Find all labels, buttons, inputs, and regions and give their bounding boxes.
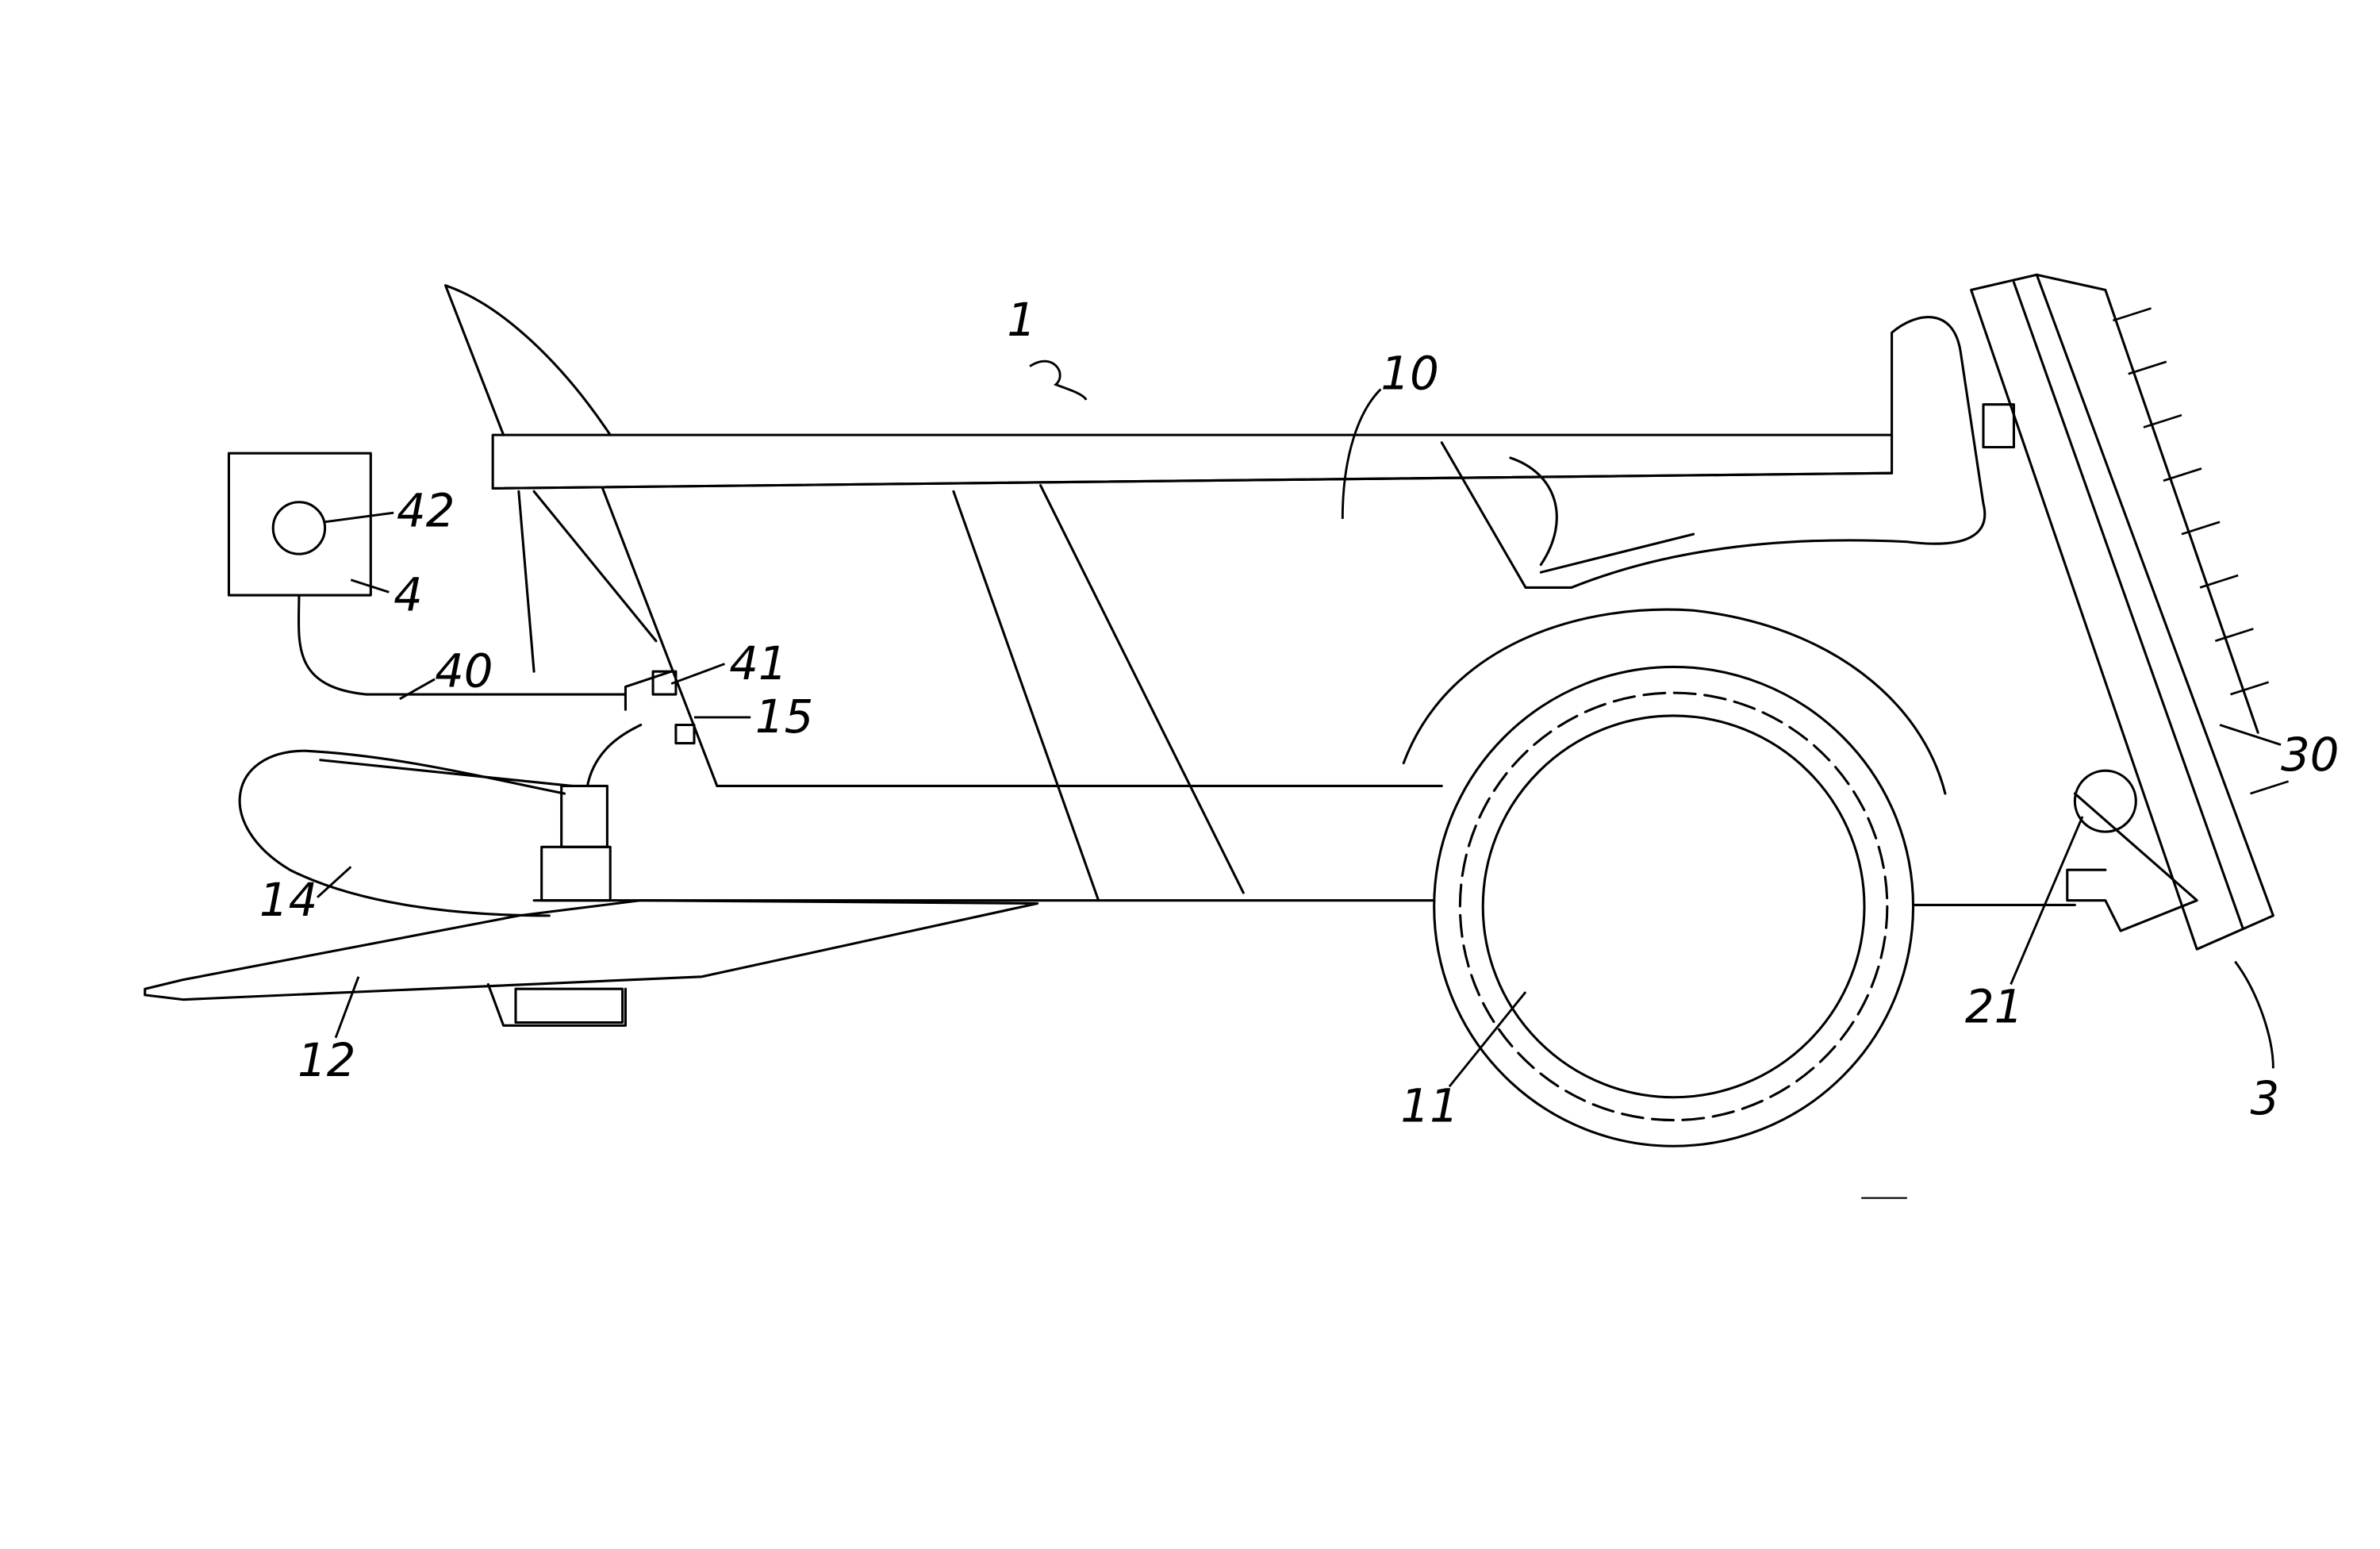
hydraulic-unit [540, 670, 696, 902]
label-30: 30 [2281, 728, 2339, 782]
label-4: 4 [393, 567, 423, 621]
label-40: 40 [435, 644, 493, 698]
label-1: 1 [1007, 293, 1036, 347]
rear-spreader [1970, 273, 2290, 951]
body-frame [491, 316, 2076, 906]
label-14: 14 [259, 873, 317, 927]
drive-hub [2073, 769, 2137, 833]
label-12: 12 [298, 1033, 355, 1087]
label-3: 3 [2251, 1071, 2280, 1125]
front-bracket [444, 284, 612, 436]
label-42: 42 [397, 484, 455, 538]
control-unit-box [227, 452, 372, 597]
label-41: 41 [729, 636, 787, 690]
drawbar [144, 899, 1039, 1001]
hose [238, 749, 566, 917]
fender [1402, 608, 1947, 795]
label-11: 11 [1400, 1079, 1458, 1133]
wheel [1433, 665, 1915, 1147]
label-10: 10 [1380, 346, 1438, 400]
cable [297, 594, 627, 696]
label-21: 21 [1965, 980, 2023, 1034]
label-15: 15 [755, 690, 813, 744]
control-element-circle [271, 501, 327, 555]
